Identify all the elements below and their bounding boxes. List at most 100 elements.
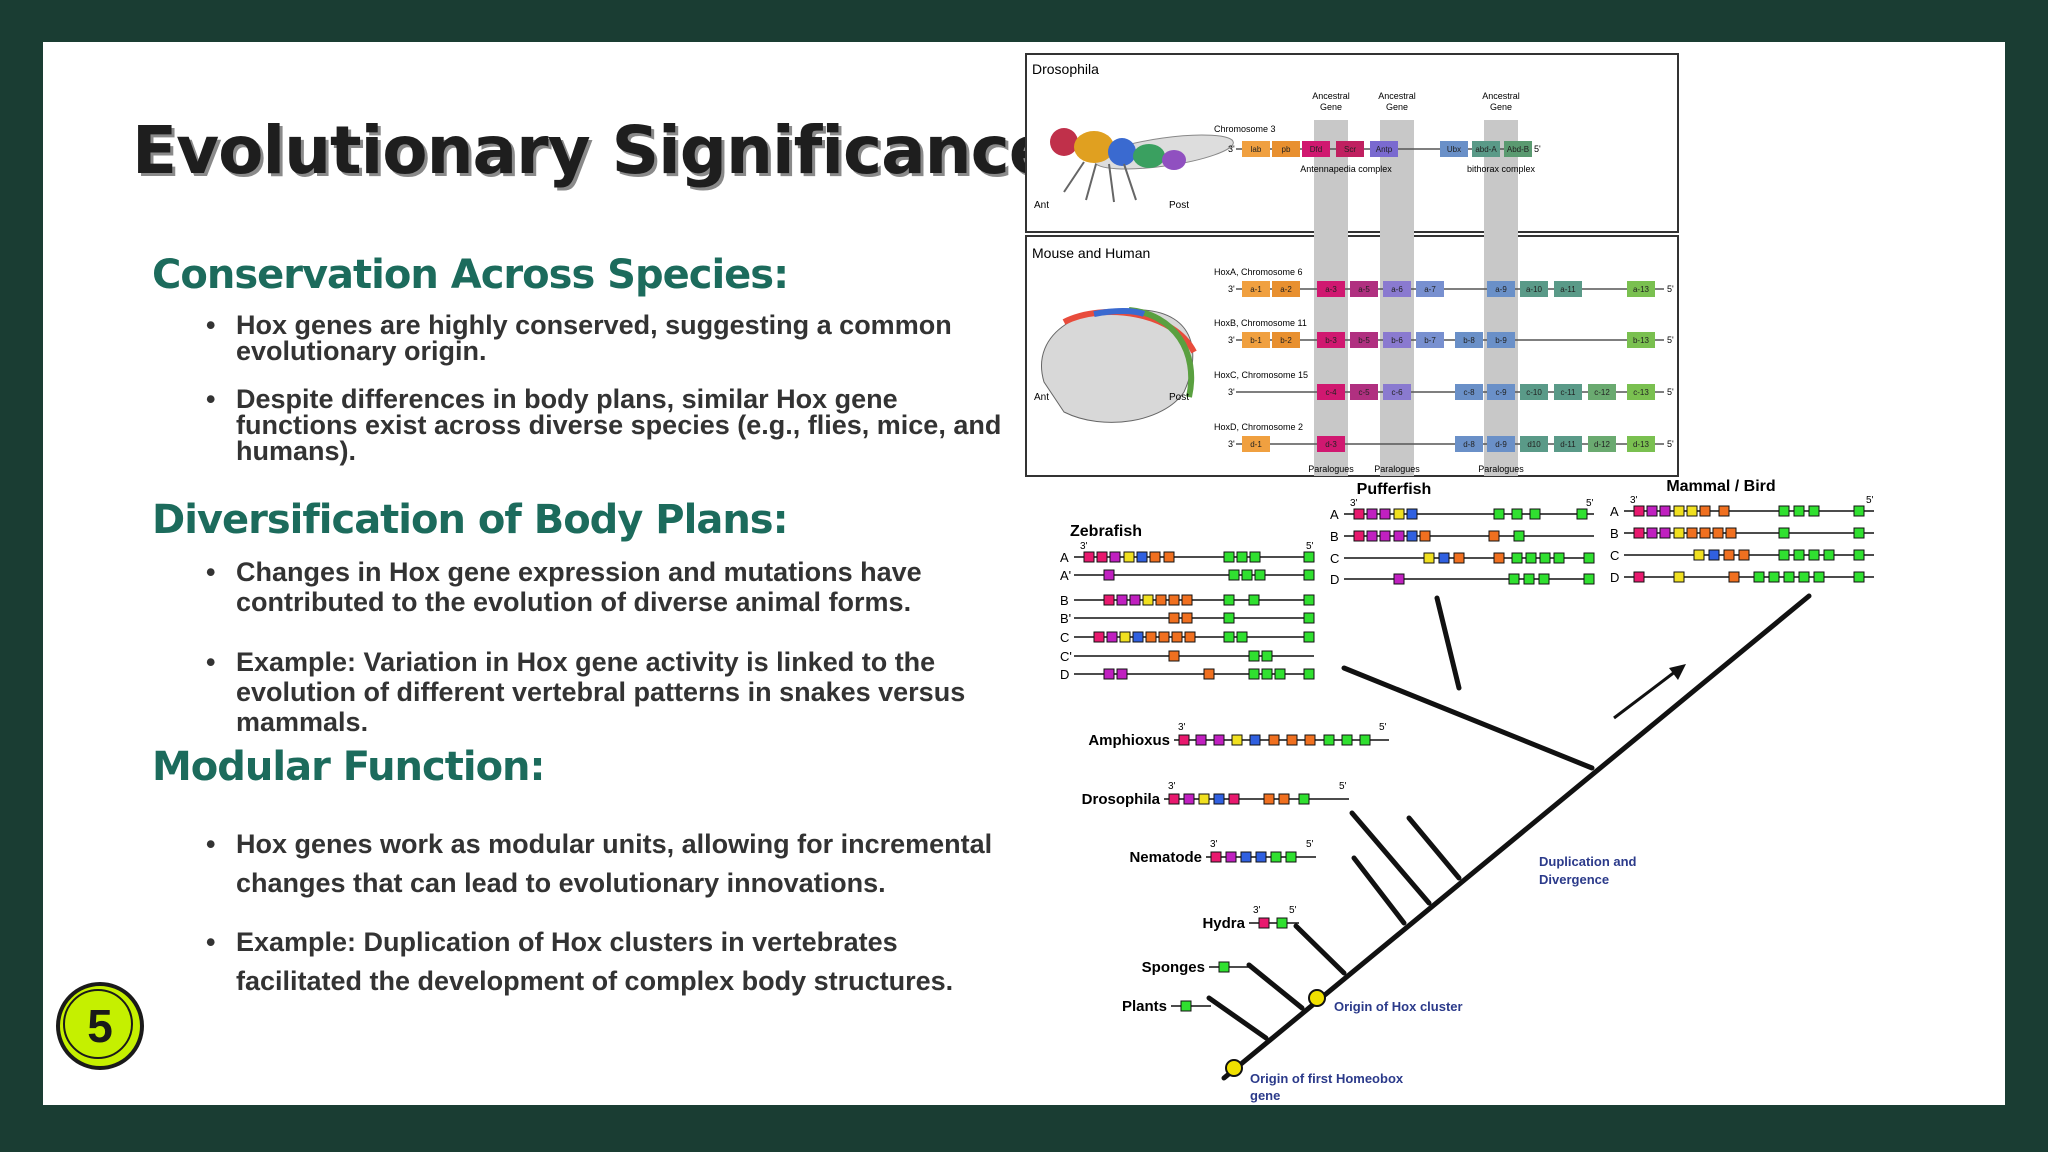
gene-square: [1225, 851, 1237, 863]
gene-square: [1539, 552, 1551, 564]
svg-text:3': 3': [1228, 335, 1235, 345]
svg-text:a-13: a-13: [1633, 285, 1650, 294]
gene-square: [1853, 505, 1865, 517]
svg-text:c-4: c-4: [1325, 388, 1337, 397]
svg-text:Ancestral: Ancestral: [1482, 91, 1520, 101]
svg-text:a-1: a-1: [1250, 285, 1262, 294]
svg-text:Antp: Antp: [1376, 145, 1393, 154]
svg-text:c-9: c-9: [1495, 388, 1507, 397]
badge-number: 5: [87, 1000, 113, 1052]
bullet-list-diversification: Changes in Hox gene expression and mutat…: [186, 557, 1026, 759]
gene-square: [1181, 612, 1193, 624]
cluster-title-zebrafish: Zebrafish: [1070, 523, 1142, 540]
gene-square: [1406, 530, 1418, 542]
gene-square: [1213, 793, 1225, 805]
gene-square: [1241, 569, 1253, 581]
svg-text:B': B': [1060, 611, 1071, 626]
svg-text:Divergence: Divergence: [1539, 872, 1609, 887]
gene-box: a-6: [1383, 281, 1411, 297]
svg-text:3': 3': [1630, 495, 1638, 506]
gene-square: [1198, 793, 1210, 805]
svg-text:Gene: Gene: [1490, 102, 1512, 112]
svg-text:d-8: d-8: [1463, 440, 1475, 449]
gene-square: [1096, 551, 1108, 563]
taxon-label: Hydra: [1202, 915, 1245, 932]
gene-box: c-8: [1455, 384, 1483, 400]
gene-box: d-1: [1242, 436, 1270, 452]
svg-text:a-10: a-10: [1526, 285, 1543, 294]
phylogenetic-tree: [1206, 593, 1812, 1081]
gene-square: [1686, 505, 1698, 517]
gene-box: b-5: [1350, 332, 1378, 348]
gene-box: Antp: [1370, 141, 1398, 157]
gene-square: [1274, 668, 1286, 680]
gene-square: [1304, 734, 1316, 746]
svg-text:Gene: Gene: [1386, 102, 1408, 112]
gene-box: b-6: [1383, 332, 1411, 348]
gene-square: [1783, 571, 1795, 583]
gene-box: d10: [1520, 436, 1548, 452]
gene-box: d-12: [1588, 436, 1616, 452]
svg-text:c-5: c-5: [1358, 388, 1370, 397]
gene-square: [1353, 530, 1365, 542]
hox-phylogeny-figure: Pufferfish Mammal / Bird Zebrafish A3'5'…: [1060, 478, 1874, 1103]
svg-text:b-7: b-7: [1424, 336, 1436, 345]
gene-square: [1633, 527, 1645, 539]
svg-text:b-9: b-9: [1495, 336, 1507, 345]
svg-text:C: C: [1610, 548, 1619, 563]
bullet-list-modular: Hox genes work as modular units, allowin…: [186, 825, 1026, 1021]
gene-square: [1168, 650, 1180, 662]
hox-cluster-row: A3'5': [1610, 495, 1874, 519]
gene-square: [1673, 505, 1685, 517]
gene-box: Scr: [1336, 141, 1364, 157]
svg-text:HoxD, Chromosome 2: HoxD, Chromosome 2: [1214, 422, 1303, 432]
bullet-item: Example: Duplication of Hox clusters in …: [186, 923, 1026, 1001]
bullet-item: Hox genes work as modular units, allowin…: [186, 825, 1026, 903]
svg-text:c-13: c-13: [1633, 388, 1649, 397]
svg-text:d-13: d-13: [1633, 440, 1650, 449]
gene-square: [1103, 594, 1115, 606]
gene-box: a-7: [1416, 281, 1444, 297]
gene-box: b-9: [1487, 332, 1515, 348]
gene-square: [1145, 631, 1157, 643]
gene-box: b-13: [1627, 332, 1655, 348]
svg-text:d10: d10: [1527, 440, 1541, 449]
gene-square: [1180, 1000, 1192, 1012]
section-heading-diversification: Diversification of Body Plans:: [152, 497, 789, 543]
gene-square: [1423, 552, 1435, 564]
svg-text:5': 5': [1866, 495, 1874, 506]
fruit-fly-illustration: [1050, 128, 1234, 203]
svg-text:b-8: b-8: [1463, 336, 1475, 345]
gene-square: [1303, 668, 1315, 680]
gene-square: [1248, 668, 1260, 680]
gene-square: [1699, 527, 1711, 539]
gene-square: [1184, 631, 1196, 643]
svg-text:gene: gene: [1250, 1088, 1280, 1103]
gene-square: [1353, 508, 1365, 520]
svg-text:Abd-B: Abd-B: [1507, 145, 1529, 154]
svg-text:Ancestral: Ancestral: [1378, 91, 1416, 101]
gene-square: [1768, 571, 1780, 583]
gene-square: [1303, 569, 1315, 581]
gene-square: [1223, 551, 1235, 563]
ancestral-band: [1380, 120, 1414, 476]
gene-square: [1210, 851, 1222, 863]
gene-square: [1168, 594, 1180, 606]
svg-text:3': 3': [1080, 541, 1088, 552]
gene-box: b-3: [1317, 332, 1345, 348]
gene-box: a-1: [1242, 281, 1270, 297]
gene-square: [1712, 527, 1724, 539]
svg-text:a-11: a-11: [1560, 285, 1576, 294]
gene-square: [1116, 668, 1128, 680]
gene-square: [1813, 571, 1825, 583]
svg-text:A: A: [1060, 550, 1069, 565]
svg-text:5': 5': [1586, 498, 1594, 509]
gene-square: [1249, 551, 1261, 563]
bullet-item: Changes in Hox gene expression and mutat…: [186, 557, 1026, 617]
section-heading-modular: Modular Function:: [152, 744, 546, 790]
gene-box: a-2: [1272, 281, 1300, 297]
